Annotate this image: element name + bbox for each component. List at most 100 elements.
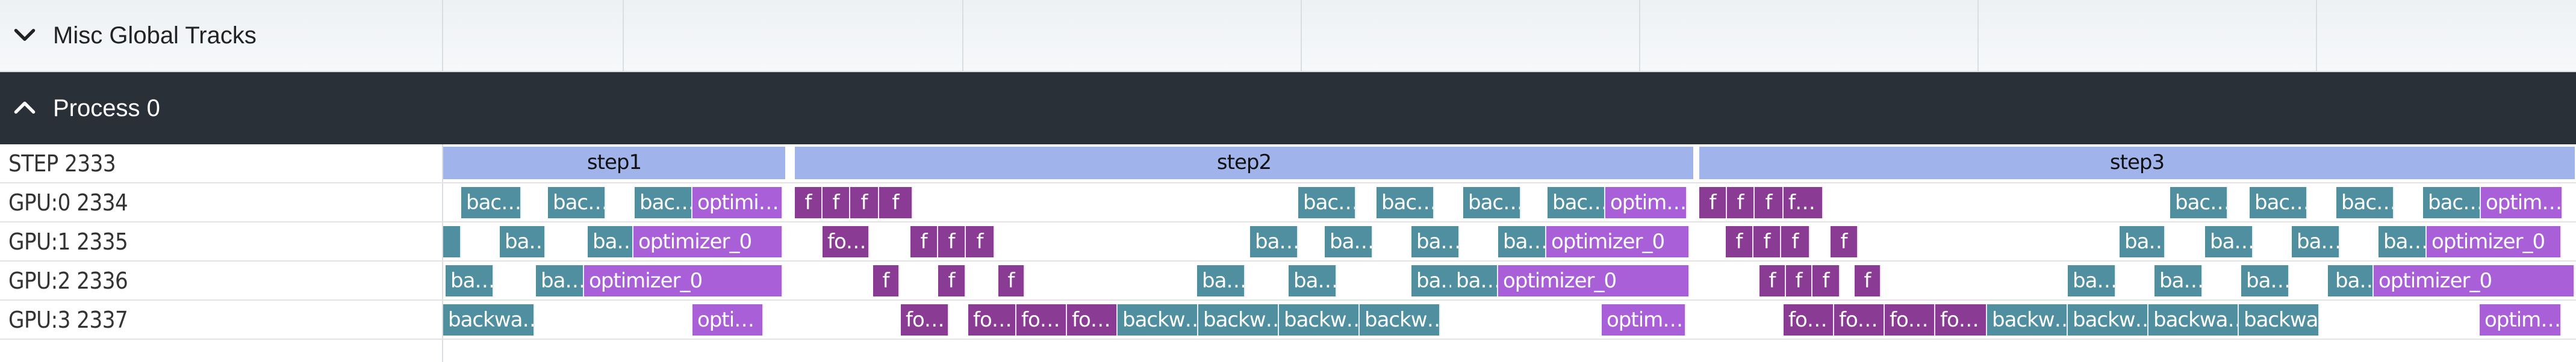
optimizer-slice[interactable]: optim… (1605, 187, 1687, 218)
track-label: STEP 2333 (8, 150, 116, 177)
optimizer-slice[interactable]: optimizer_0 (1498, 265, 1690, 296)
misc-global-tracks-header[interactable]: Misc Global Tracks (0, 0, 2576, 72)
backward-slice[interactable]: bac… (2250, 187, 2307, 218)
backward-slice[interactable]: ba… (1289, 265, 1337, 296)
forward-slice[interactable]: f (850, 187, 879, 218)
optimizer-slice[interactable]: optimizer_0 (633, 226, 783, 257)
step-slice[interactable]: step2 (795, 147, 1693, 179)
backward-slice[interactable]: ba… (500, 226, 546, 257)
track-row-gpu2[interactable]: GPU:2 2336 (0, 262, 2576, 301)
backward-slice[interactable]: bac… (635, 187, 692, 218)
forward-slice[interactable]: f (1755, 187, 1784, 218)
forward-slice[interactable]: f (966, 226, 995, 257)
backward-slice[interactable]: ba… (536, 265, 584, 296)
forward-slice[interactable]: f (1699, 187, 1727, 218)
forward-slice[interactable]: fo… (1935, 304, 1987, 336)
backward-slice[interactable]: bac… (548, 187, 606, 218)
track-row-step[interactable]: STEP 2333 (0, 144, 2576, 183)
step-slice[interactable]: step1 (443, 147, 785, 179)
track-label: GPU:2 2336 (8, 268, 128, 294)
optimizer-slice[interactable]: optimizer_0 (1546, 226, 1690, 257)
backward-slice[interactable]: ba… (1451, 265, 1498, 296)
forward-slice[interactable]: f… (1784, 187, 1823, 218)
forward-slice[interactable]: f (1726, 226, 1753, 257)
backward-slice[interactable]: bac… (1298, 187, 1356, 218)
backward-slice[interactable]: backw… (1360, 304, 1440, 336)
forward-slice[interactable]: f (1759, 265, 1786, 296)
backward-slice[interactable]: ba… (1325, 226, 1373, 257)
backward-slice[interactable]: ba… (1250, 226, 1298, 257)
backward-slice[interactable]: ba… (2120, 226, 2165, 257)
forward-slice[interactable]: fo… (823, 226, 870, 257)
backward-slice[interactable]: backwa… (2148, 304, 2239, 336)
forward-slice[interactable]: fo… (1016, 304, 1067, 336)
backward-slice[interactable]: ba… (446, 265, 494, 296)
backward-slice[interactable]: ba… (588, 226, 633, 257)
backward-slice[interactable]: ba… (2068, 265, 2116, 296)
track-row-gpu0[interactable]: GPU:0 2334 (0, 183, 2576, 222)
forward-slice[interactable]: fo… (1834, 304, 1885, 336)
backward-slice[interactable]: ba… (1411, 226, 1460, 257)
process-0-header[interactable]: Process 0 (0, 72, 2576, 144)
backward-slice[interactable]: bac… (1377, 187, 1434, 218)
optimizer-slice[interactable]: opti… (692, 304, 764, 336)
optimizer-slice[interactable]: optimizer_0 (584, 265, 783, 296)
forward-slice[interactable]: f (1831, 226, 1858, 257)
chevron-up-icon[interactable] (10, 93, 40, 123)
forward-slice[interactable]: f (998, 265, 1025, 296)
backward-slice[interactable]: ba… (2292, 226, 2340, 257)
backward-slice[interactable]: bac… (2423, 187, 2481, 218)
backward-slice[interactable]: ba… (2378, 226, 2427, 257)
backward-slice[interactable]: ba… (2205, 226, 2253, 257)
forward-slice[interactable]: fo… (901, 304, 949, 336)
track-label: GPU:3 2337 (8, 307, 128, 333)
optimizer-slice[interactable]: optim… (1602, 304, 1686, 336)
backward-slice[interactable]: bac… (1548, 187, 1605, 218)
backward-slice[interactable]: backw… (1987, 304, 2068, 336)
forward-slice[interactable]: f (1855, 265, 1881, 296)
chevron-down-icon[interactable] (10, 20, 40, 51)
backward-slice[interactable]: bac… (1463, 187, 1521, 218)
forward-slice[interactable]: f (910, 226, 938, 257)
forward-slice[interactable]: f (1727, 187, 1755, 218)
backward-slice[interactable]: bac… (2170, 187, 2228, 218)
backward-slice[interactable]: backw… (1279, 304, 1360, 336)
backward-slice[interactable]: backwa… (2239, 304, 2319, 336)
forward-slice[interactable]: f (1812, 265, 1840, 296)
optimizer-slice[interactable]: optimizer_0 (2374, 265, 2575, 296)
forward-slice[interactable]: fo… (1784, 304, 1834, 336)
backward-slice[interactable]: ba… (1498, 226, 1546, 257)
track-row-gpu3[interactable]: GPU:3 2337 (0, 301, 2576, 340)
forward-slice[interactable]: fo… (968, 304, 1016, 336)
forward-slice[interactable]: f (1753, 226, 1781, 257)
backward-slice[interactable]: backwa… (443, 304, 535, 336)
forward-slice[interactable]: fo… (1067, 304, 1118, 336)
backward-slice[interactable]: backw… (1198, 304, 1279, 336)
optimizer-slice[interactable]: optimizer_0 (2427, 226, 2562, 257)
forward-slice[interactable]: f (823, 187, 850, 218)
forward-slice[interactable]: f (1781, 226, 1810, 257)
forward-slice[interactable]: f (795, 187, 823, 218)
backward-slice[interactable]: bac… (2336, 187, 2394, 218)
forward-slice[interactable]: f (879, 187, 913, 218)
forward-slice[interactable]: f (938, 265, 966, 296)
track-row-gpu1[interactable]: GPU:1 2335 (0, 222, 2576, 262)
forward-slice[interactable]: f (873, 265, 900, 296)
forward-slice[interactable]: fo… (1885, 304, 1935, 336)
backward-slice[interactable]: ba… (2241, 265, 2289, 296)
backward-slice[interactable]: ba… (1197, 265, 1245, 296)
optimizer-slice[interactable]: optim… (2481, 187, 2563, 218)
backward-slice[interactable]: ba… (2330, 265, 2374, 296)
grid-line (1977, 0, 1979, 72)
backward-slice[interactable] (443, 226, 461, 257)
optimizer-slice[interactable]: optim… (2480, 304, 2562, 336)
grid-line (623, 0, 624, 72)
optimizer-slice[interactable]: optimi… (692, 187, 783, 218)
step-slice[interactable]: step3 (1699, 147, 2575, 179)
backward-slice[interactable]: backw… (1118, 304, 1198, 336)
backward-slice[interactable]: ba… (2154, 265, 2203, 296)
forward-slice[interactable]: f (1786, 265, 1812, 296)
forward-slice[interactable]: f (938, 226, 966, 257)
backward-slice[interactable]: bac… (461, 187, 521, 218)
backward-slice[interactable]: backw… (2068, 304, 2148, 336)
